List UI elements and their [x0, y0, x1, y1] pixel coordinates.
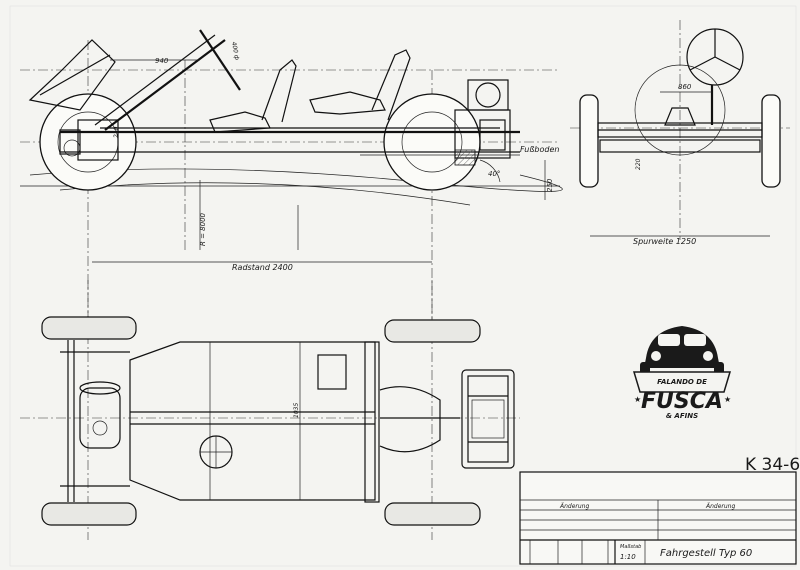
side-view: 940 400 ф 210 250 Fußboden 40° R = 8000: [20, 29, 563, 330]
top-rear-right-wheel: [384, 502, 481, 526]
top-rear-left-wheel: [384, 319, 481, 343]
dim-940: 940: [155, 57, 169, 65]
dim-860: 860: [678, 83, 692, 91]
logo-line1: FALANDO DE: [657, 378, 707, 386]
scale-label: Maßstab: [620, 544, 641, 550]
title-block: K 34-60 Änderung Änderung Maßstab 1:10 F…: [519, 455, 800, 565]
floor-label: Fußboden: [520, 145, 559, 154]
drawing-number: K 34-60: [745, 455, 800, 475]
change-header-right: Änderung: [705, 503, 735, 510]
angle-label: 40°: [488, 170, 500, 178]
rear-wheel-side: [383, 93, 481, 191]
dim-210: 210: [113, 126, 120, 138]
logo-star-left: ★: [634, 395, 641, 404]
front-left-wheel: [579, 94, 599, 188]
radius-label: R = 8000: [199, 212, 207, 246]
drawing-title: Fahrgestell Typ 60: [660, 548, 752, 559]
front-right-wheel: [761, 94, 781, 188]
wheelbase-label: Radstand 2400: [232, 263, 293, 272]
front-view: 860 220 Spurweite 1250: [570, 20, 790, 246]
top-view: Radstand 2400: [20, 261, 520, 540]
dim-250: 250: [546, 178, 554, 192]
dim-1035: 1035: [293, 403, 300, 418]
top-front-right-wheel: [41, 502, 137, 526]
scale-value: 1:10: [620, 553, 636, 561]
dim-220: 220: [635, 158, 642, 170]
top-front-left-wheel: [41, 316, 137, 340]
track-label: Spurweite 1250: [633, 237, 696, 246]
logo-star-right: ★: [724, 395, 731, 404]
change-header-left: Änderung: [559, 503, 589, 510]
logo-line2: FUSCA: [641, 389, 723, 414]
logo-line3: & AFINS: [666, 412, 698, 420]
dim-400: 400 ф: [230, 41, 240, 60]
front-wheel-side: [39, 93, 137, 191]
falando-de-fusca-logo: FALANDO DE FUSCA & AFINS ★ ★: [632, 326, 731, 420]
engine-top: [461, 369, 515, 469]
